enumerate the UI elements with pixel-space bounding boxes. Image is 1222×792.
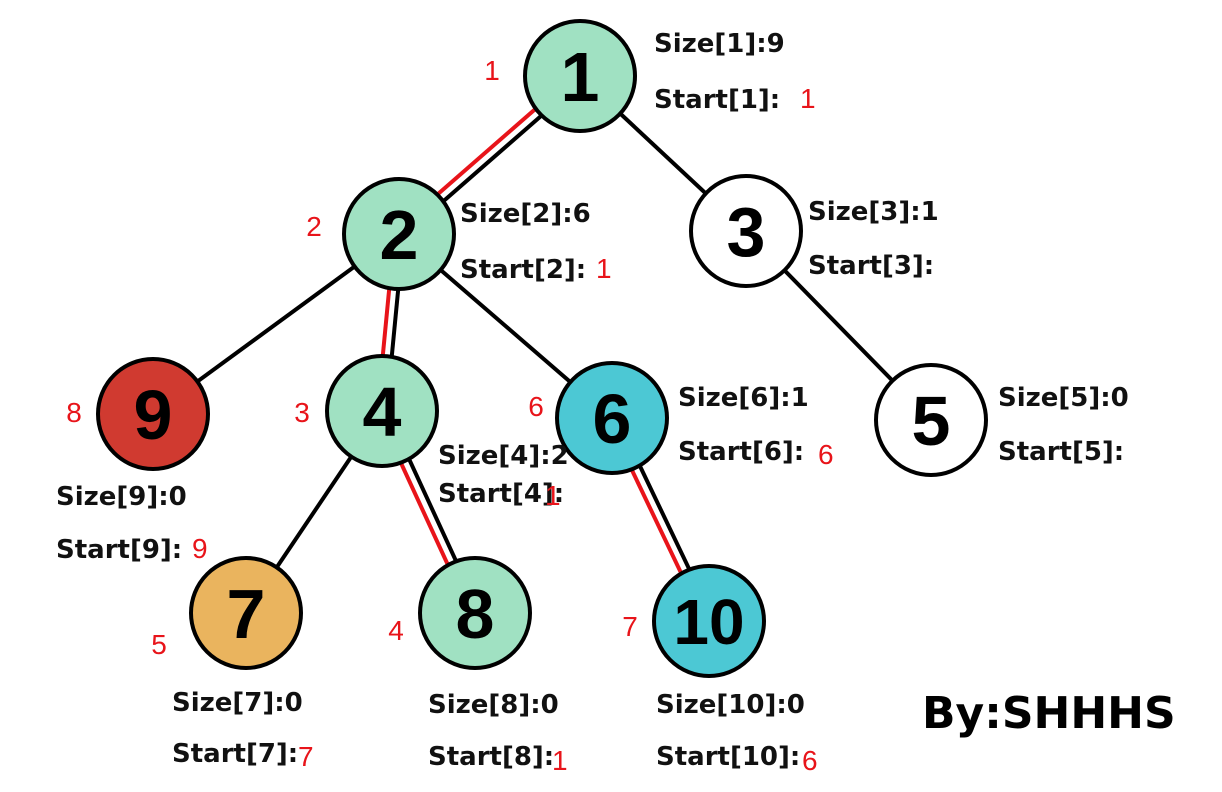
dfs-order-label: 5 <box>151 629 167 660</box>
start-value: 7 <box>298 741 314 772</box>
dfs-order-label: 6 <box>528 391 544 422</box>
size-label: Size[2]:6 <box>460 199 591 229</box>
node-circle <box>418 556 532 670</box>
start-label: Start[5]: <box>998 437 1124 467</box>
start-label: Start[8]: <box>428 742 554 772</box>
size-label: Size[7]:0 <box>172 688 303 718</box>
node-circle <box>189 556 303 670</box>
start-value: 9 <box>192 533 208 564</box>
node-id: 1 <box>561 38 600 116</box>
start-label: Start[6]: <box>678 437 804 467</box>
node-circle <box>555 361 669 475</box>
start-label: Start[4]: <box>438 479 564 509</box>
start-value: 1 <box>800 83 816 114</box>
edges-layer <box>151 71 933 624</box>
start-value: 1 <box>545 480 561 511</box>
node-7: 7 <box>189 556 303 670</box>
node-id: 10 <box>673 586 744 658</box>
dfs-order-label: 1 <box>484 55 500 86</box>
node-id: 8 <box>456 575 495 653</box>
node-id: 4 <box>363 373 402 451</box>
node-3: 3 <box>689 174 803 288</box>
nodes-layer: 1 2 3 9 4 6 5 7 8 10 <box>96 19 988 678</box>
node-id: 7 <box>227 575 266 653</box>
start-label: Start[7]: <box>172 739 298 769</box>
start-value: 1 <box>596 253 612 284</box>
node-circle <box>523 19 637 133</box>
node-circle <box>325 354 439 468</box>
start-value: 6 <box>818 439 834 470</box>
node-circle <box>652 564 766 678</box>
size-label: Size[6]:1 <box>678 383 809 413</box>
size-label: Size[5]:0 <box>998 383 1129 413</box>
node-10: 10 <box>652 564 766 678</box>
size-label: Size[10]:0 <box>656 690 805 720</box>
size-label: Size[4]:2 <box>438 441 569 471</box>
start-label: Start[1]: <box>654 85 780 115</box>
node-8: 8 <box>418 556 532 670</box>
size-label: Size[8]:0 <box>428 690 559 720</box>
dfs-order-label: 4 <box>388 615 404 646</box>
node-id: 5 <box>912 382 951 460</box>
size-label: Size[1]:9 <box>654 29 785 59</box>
dfs-order-label: 8 <box>66 397 82 428</box>
node-circle <box>342 177 456 291</box>
signature: By:SHHHS <box>922 688 1176 739</box>
dfs-order-label: 7 <box>622 611 638 642</box>
node-id: 3 <box>727 193 766 271</box>
node-circle <box>96 357 210 471</box>
start-label: Start[10]: <box>656 742 800 772</box>
node-9: 9 <box>96 357 210 471</box>
size-label: Size[3]:1 <box>808 197 939 227</box>
node-5: 5 <box>874 363 988 477</box>
start-label: Start[3]: <box>808 251 934 281</box>
node-id: 6 <box>593 380 632 458</box>
node-1: 1 <box>523 19 637 133</box>
node-circle <box>689 174 803 288</box>
size-label: Size[9]:0 <box>56 482 187 512</box>
node-4: 4 <box>325 354 439 468</box>
node-2: 2 <box>342 177 456 291</box>
node-6: 6 <box>555 361 669 475</box>
start-label: Start[9]: <box>56 535 182 565</box>
dfs-order-label: 2 <box>306 211 322 242</box>
start-value: 6 <box>802 745 818 776</box>
start-value: 1 <box>552 745 568 776</box>
node-circle <box>874 363 988 477</box>
start-label: Start[2]: <box>460 255 586 285</box>
node-id: 9 <box>134 376 173 454</box>
dfs-order-label: 3 <box>294 397 310 428</box>
node-id: 2 <box>380 196 419 274</box>
